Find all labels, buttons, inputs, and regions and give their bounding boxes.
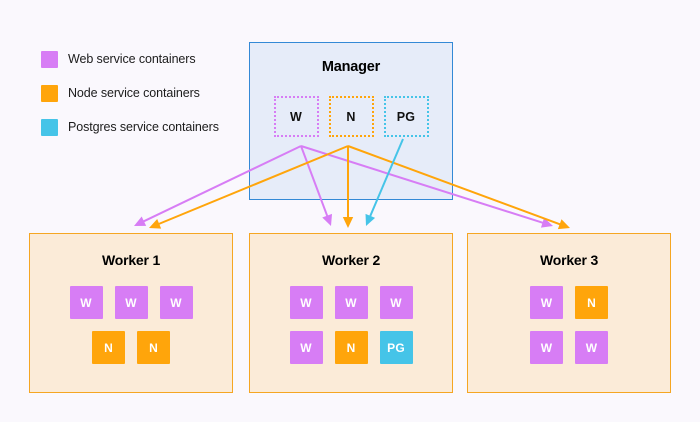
manager-slot-web: W — [273, 96, 319, 137]
container-node: N — [334, 331, 368, 364]
node-to-worker-1-arrowhead — [149, 219, 162, 229]
container-web: W — [114, 286, 148, 319]
container-web: W — [289, 331, 323, 364]
worker-title: Worker 1 — [101, 252, 161, 268]
worker-container-row: W W W — [69, 286, 193, 319]
node-to-worker-3-arrowhead — [557, 219, 570, 230]
container-web: W — [379, 286, 413, 319]
postgres-swatch-icon — [41, 118, 58, 136]
container-node: N — [92, 331, 125, 364]
container-node: N — [137, 331, 170, 364]
postgres-to-worker-2-arrowhead — [365, 213, 376, 226]
legend-item-label: Postgres service containers — [68, 120, 219, 134]
container-web: W — [159, 286, 193, 319]
container-web: W — [530, 331, 563, 364]
worker-container-row: W W W — [289, 286, 413, 319]
legend-item-label: Web service containers — [68, 52, 196, 66]
node-swatch-icon — [41, 84, 58, 102]
web-to-worker-2-arrowhead — [322, 213, 333, 226]
manager-slot-node: N — [328, 96, 374, 137]
manager-service-slots: W N PG — [250, 96, 452, 137]
web-to-worker-3-arrowhead — [540, 217, 553, 228]
worker-node-1: Worker 1 W W W N N — [29, 233, 233, 393]
legend-item-label: Node service containers — [68, 86, 200, 100]
worker-container-grid: W W W W N PG — [250, 286, 452, 364]
container-postgres: PG — [379, 331, 413, 364]
legend-item-web: Web service containers — [41, 48, 241, 70]
worker-container-row: W N PG — [289, 331, 413, 364]
worker-container-row: W W — [530, 331, 608, 364]
manager-node: Manager W N PG — [249, 42, 453, 200]
legend-item-node: Node service containers — [41, 82, 241, 104]
container-web: W — [575, 331, 608, 364]
container-web: W — [289, 286, 323, 319]
manager-title: Manager — [321, 59, 381, 75]
container-web: W — [530, 286, 563, 319]
node-to-worker-2-arrowhead — [342, 217, 354, 228]
web-swatch-icon — [41, 50, 58, 68]
container-node: N — [575, 286, 608, 319]
worker-container-row: W N — [530, 286, 608, 319]
legend-item-postgres: Postgres service containers — [41, 116, 241, 138]
worker-node-2: Worker 2 W W W W N PG — [249, 233, 453, 393]
worker-node-3: Worker 3 W N W W — [467, 233, 671, 393]
manager-slot-postgres: PG — [383, 96, 429, 137]
worker-title: Worker 2 — [321, 252, 381, 268]
worker-title: Worker 3 — [539, 252, 599, 268]
container-web: W — [69, 286, 103, 319]
web-to-worker-1-arrowhead — [134, 216, 147, 226]
container-web: W — [334, 286, 368, 319]
worker-container-grid: W N W W — [468, 286, 670, 364]
legend: Web service containers Node service cont… — [41, 48, 241, 150]
worker-container-row: N N — [92, 331, 170, 364]
worker-container-grid: W W W N N — [30, 286, 232, 364]
